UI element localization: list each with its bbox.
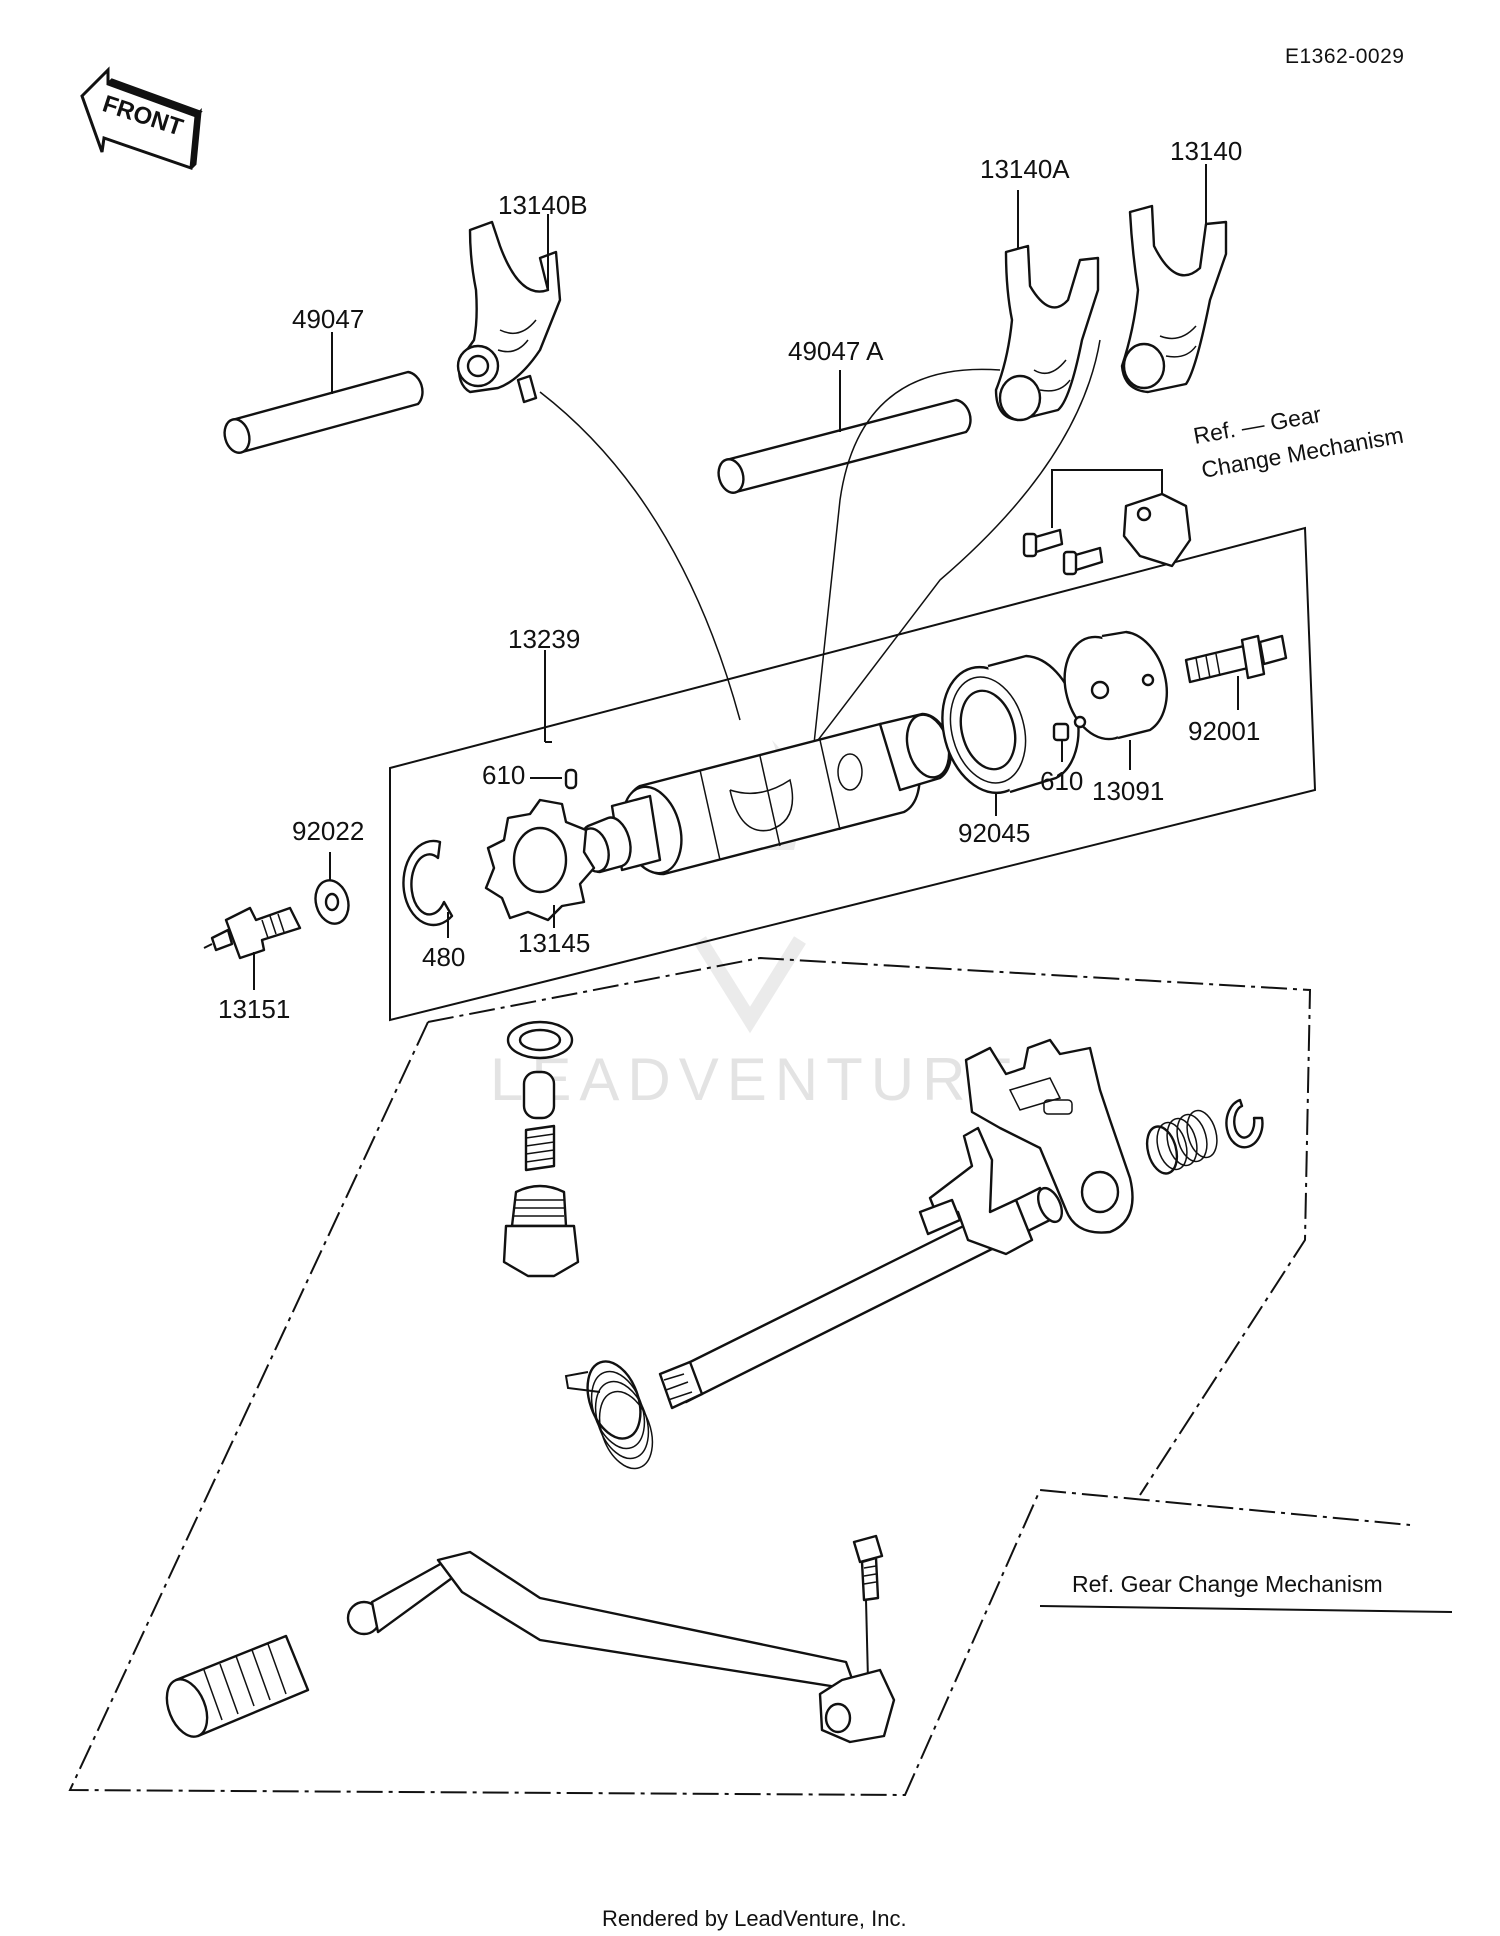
pin-610-left: 610 — [482, 760, 578, 790]
drum-group-box — [389, 526, 1317, 1022]
ref-gear-bottom-text: Ref. Gear Change Mechanism — [1072, 1571, 1383, 1597]
label-13140: 13140 — [1170, 136, 1242, 166]
shaft-49047: 49047 — [223, 304, 424, 454]
label-13140a: 13140A — [980, 154, 1070, 184]
shift-assembly-outline — [68, 1021, 1411, 1797]
watermark: LEADVENTURE — [490, 740, 1021, 1113]
drum-plate-13145: 13145 — [484, 798, 596, 958]
ref-gear-bottom: Ref. Gear Change Mechanism — [1039, 1571, 1453, 1613]
shift-shaft — [658, 1126, 1064, 1410]
pedal-bolt — [852, 1534, 884, 1681]
diagram-code: E1362-0029 — [1285, 45, 1404, 68]
label-13145: 13145 — [518, 928, 590, 958]
shift-fork-13140b: 13140B — [456, 190, 741, 721]
shift-fork-13140: 13140 — [779, 136, 1242, 791]
shift-assembly-outline-right — [427, 956, 1312, 1496]
front-arrow-icon: FRONT — [80, 66, 203, 171]
watermark-text: LEADVENTURE — [490, 1046, 1021, 1113]
pin-610-right: 610 — [1040, 722, 1083, 796]
footer-credit: Rendered by LeadVenture, Inc. — [602, 1906, 907, 1931]
label-13151: 13151 — [218, 994, 290, 1024]
label-92022: 92022 — [292, 816, 364, 846]
circlip-480: 480 — [402, 839, 465, 972]
label-92045: 92045 — [958, 818, 1030, 848]
label-610-right: 610 — [1040, 766, 1083, 796]
label-92001: 92001 — [1188, 716, 1260, 746]
bolt-92001: 92001 — [1184, 634, 1288, 746]
cam-13091: 13091 — [1063, 630, 1168, 806]
shaft-49047a: 49047 A — [717, 336, 972, 494]
label-480: 480 — [422, 942, 465, 972]
bearing-92045: 92045 — [941, 654, 1080, 848]
neutral-switch-13151: 13151 — [203, 906, 302, 1024]
label-610-left: 610 — [482, 760, 525, 790]
return-spring — [564, 1360, 654, 1470]
label-13091: 13091 — [1092, 776, 1164, 806]
detent-stack — [502, 1020, 580, 1278]
label-49047a: 49047 A — [788, 336, 884, 366]
shift-fork-13140a: 13140A — [807, 154, 1100, 801]
ref-gear-top: Ref. — Gear Change Mechanism — [1022, 401, 1405, 576]
coil-spring-right — [1145, 1098, 1264, 1175]
label-13239: 13239 — [508, 624, 580, 654]
shift-drum-13239: 13239 — [508, 624, 953, 876]
shift-arm-plate — [964, 1038, 1134, 1234]
washer-92022: 92022 — [292, 816, 364, 925]
label-13140b: 13140B — [498, 190, 588, 220]
shift-pedal — [165, 1550, 896, 1744]
label-49047: 49047 — [292, 304, 364, 334]
